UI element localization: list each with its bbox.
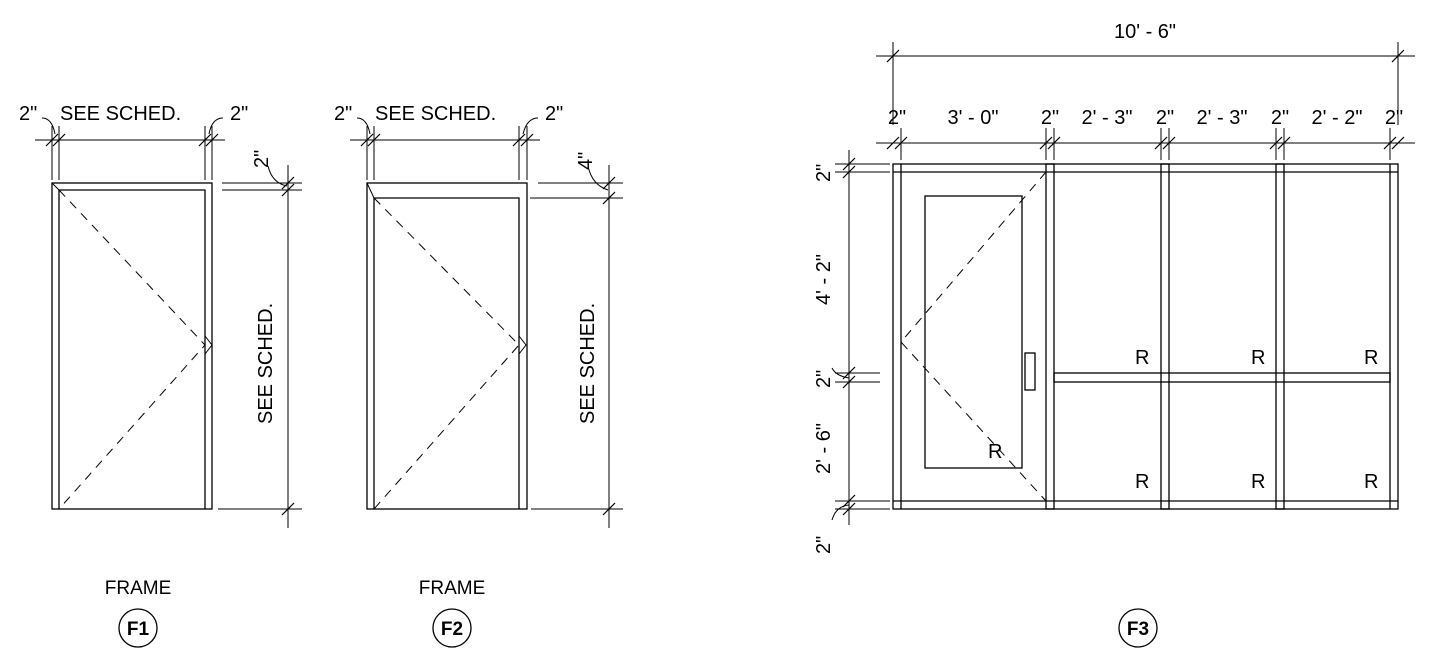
f3-dim-h-6: 2" — [1271, 107, 1289, 129]
f2-caption: FRAME — [419, 578, 486, 599]
f3-dim-v-4: 2" — [813, 536, 835, 554]
f1-frame-outer — [51, 182, 213, 510]
f1-door-swing — [58, 189, 206, 510]
f3-glazing-marks: R R R R R R R — [988, 347, 1378, 493]
glazing-mark: R — [1251, 347, 1265, 369]
glazing-mark: R — [1135, 471, 1149, 493]
glazing-mark: R — [1364, 347, 1378, 369]
f2-dim-head: 4" — [575, 152, 597, 170]
f1-width-dimension: 2" SEE SCHED. 2" — [19, 103, 248, 180]
f3-door-vision-lite — [924, 195, 1023, 469]
f3-horizontal-rail — [1053, 372, 1391, 383]
f1-frame-inner — [58, 189, 206, 509]
f2-frame-inner — [373, 197, 520, 509]
f3-tag: F3 — [1127, 619, 1149, 640]
glazing-mark: R — [988, 441, 1002, 463]
f1-hinge-mark — [204, 335, 213, 355]
f1-tag-circle — [118, 608, 158, 648]
f3-door — [900, 171, 1047, 502]
f2-dim-height: SEE SCHED. — [577, 303, 599, 424]
f1-tag: F1 — [127, 619, 150, 640]
f2-dim-left: 2" — [334, 103, 352, 125]
f3-door-swing — [900, 171, 1047, 502]
f3-dim-h-7: 2' - 2" — [1312, 107, 1363, 129]
f3-door-pull-handle — [1024, 352, 1036, 391]
f1-height-dimension: 2" SEE SCHED. — [218, 150, 302, 528]
f3-segment-width-dimension: 2" 3' - 0" 2" 2' - 3" 2" 2' - 3" 2" 2' -… — [876, 107, 1415, 160]
f2-hinge-mark — [518, 335, 527, 355]
f1-dim-right: 2" — [230, 103, 248, 125]
f3-dim-h-0: 2" — [888, 107, 906, 129]
f2-height-dimension: 4" SEE SCHED. — [530, 152, 623, 528]
f2-dim-width: SEE SCHED. — [375, 103, 496, 125]
f3-dim-h-1: 3' - 0" — [948, 107, 999, 129]
f1-dim-height: SEE SCHED. — [255, 303, 277, 424]
f3-tag-circle — [1118, 608, 1158, 648]
f2-width-dimension: 2" SEE SCHED. 2" — [334, 103, 563, 180]
f1-dim-head: 2" — [251, 150, 273, 168]
f3-dim-v-3: 2' - 6" — [813, 423, 835, 474]
f3-dim-v-2: 2" — [813, 370, 835, 388]
f3-dim-h-5: 2' - 3" — [1197, 107, 1248, 129]
glazing-mark: R — [1135, 347, 1149, 369]
f3-dim-v-0: 2" — [813, 164, 835, 182]
f1-dim-left: 2" — [19, 103, 37, 125]
f3-vertical-dimension: 2" 4' - 2" 2" 2' - 6" 2" — [813, 150, 890, 554]
f2-frame-outer — [366, 182, 528, 510]
frame-f1: 2" SEE SCHED. 2" 2" SEE SCHED. FRAME F1 — [19, 103, 302, 648]
f3-dim-h-3: 2' - 3" — [1082, 107, 1133, 129]
glazing-mark: R — [1364, 471, 1378, 493]
f3-dim-h-8: 2" — [1385, 107, 1403, 129]
f3-dim-h-2: 2" — [1041, 107, 1059, 129]
f2-tag-circle — [432, 608, 472, 648]
f3-dim-overall-width: 10' - 6" — [1114, 21, 1176, 43]
f2-dim-right: 2" — [545, 103, 563, 125]
f2-tag: F2 — [441, 619, 463, 640]
f3-dim-h-4: 2" — [1156, 107, 1174, 129]
f2-frame-miter — [366, 182, 375, 199]
f1-dim-width: SEE SCHED. — [60, 103, 181, 125]
frame-f2: 2" SEE SCHED. 2" 4" SEE SCHED. FRAME F2 — [334, 103, 623, 648]
glazing-mark: R — [1251, 471, 1265, 493]
f3-overall-width-dimension: 10' - 6" — [876, 21, 1415, 125]
f1-frame-miter — [51, 182, 60, 191]
f3-mullions — [1045, 163, 1285, 510]
f3-frame-outer — [892, 163, 1399, 510]
frame-f3: R R R R R R R 10' - 6" — [813, 21, 1415, 648]
f3-dim-v-1: 4' - 2" — [813, 254, 835, 305]
f2-door-swing — [373, 197, 520, 510]
f1-caption: FRAME — [105, 578, 172, 599]
